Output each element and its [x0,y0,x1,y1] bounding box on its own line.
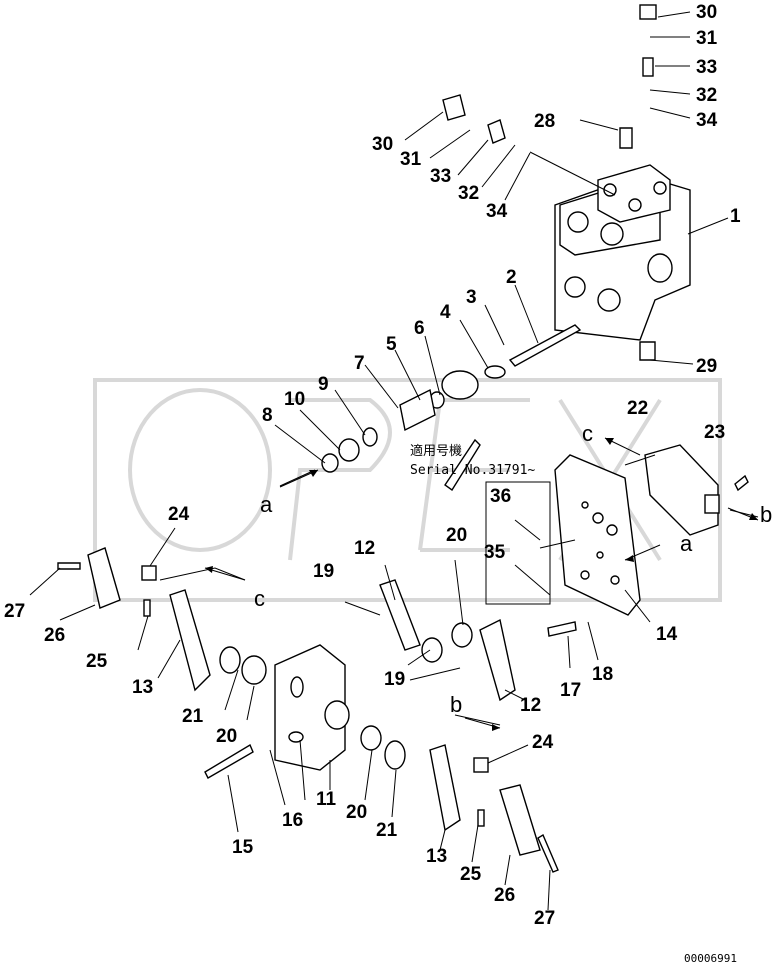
solenoid-block [644,444,720,536]
callout-18: 18 [592,664,613,685]
callout-12-lower: 12 [520,695,541,716]
callout-6: 6 [414,318,425,339]
callout-10: 10 [284,389,305,410]
lever-housing [274,644,350,771]
callout-4: 4 [440,302,451,323]
callout-14: 14 [656,624,678,645]
callout-8: 8 [262,405,273,426]
callout-2: 2 [506,267,517,288]
callout-3: 3 [466,287,477,308]
document-number: 00006991 [684,952,737,965]
callout-1: 1 [730,206,741,227]
callout-34-top: 34 [696,110,718,131]
levers [87,547,541,856]
callout-32-top: 32 [696,85,717,106]
callout-5: 5 [386,334,397,355]
arrow-label-a-left: a [260,492,273,517]
callout-9: 9 [318,374,329,395]
valve-body [554,164,691,341]
serial-note-line2: Serial No.31791~ [410,463,535,478]
callout-13-left: 13 [132,677,153,698]
direction-arrows [204,437,759,731]
callout-31-top: 31 [696,28,718,49]
callout-numbers: 1 2 3 4 5 6 7 8 9 10 11 12 12 13 13 14 1… [4,2,741,929]
serial-note-line1: 適用号機 [410,443,462,459]
callout-26-right: 26 [494,885,515,906]
callout-19-upper: 19 [313,561,334,582]
callout-12-upper: 12 [354,538,375,559]
callout-23: 23 [704,422,725,443]
callout-24-upper: 24 [168,504,190,525]
bolts [57,4,749,873]
callout-35: 35 [484,542,506,563]
callout-27-right: 27 [534,908,555,929]
callout-15: 15 [232,837,254,858]
cover-plate [554,454,641,616]
arrow-label-c-right: c [582,421,593,446]
callout-21-left: 21 [182,706,204,727]
callout-28: 28 [534,111,555,132]
callout-25-right: 25 [460,864,482,885]
callout-20-lower: 20 [346,802,367,823]
spool-parts [219,324,582,770]
callout-30-top: 30 [696,2,717,23]
arrow-label-b-right: b [760,502,772,527]
callout-30-left: 30 [372,134,393,155]
arrow-label-a-right: a [680,531,693,556]
callout-24-lower: 24 [532,732,554,753]
callout-21-right: 21 [376,820,398,841]
callout-19-lower: 19 [384,669,405,690]
callout-31-left: 31 [400,149,422,170]
callout-36: 36 [490,486,511,507]
callout-13-right: 13 [426,846,447,867]
callout-33-top: 33 [696,57,717,78]
callout-26-left: 26 [44,625,65,646]
callout-22: 22 [627,398,648,419]
callout-32-left: 32 [458,183,479,204]
callout-17: 17 [560,680,581,701]
callout-29: 29 [696,356,717,377]
callout-33-left: 33 [430,166,451,187]
callout-25-left: 25 [86,651,108,672]
leader-lines [29,11,759,911]
callout-11: 11 [316,789,337,810]
callout-20-left: 20 [216,726,237,747]
callout-16: 16 [282,810,303,831]
callout-27-left: 27 [4,601,25,622]
callout-34-left: 34 [486,201,508,222]
arrow-label-c-left: c [254,586,265,611]
serial-note: 適用号機 Serial No.31791~ [410,443,535,478]
arrow-labels: a a b b c c [254,421,772,717]
callout-7: 7 [354,353,365,374]
arrow-label-b-lower: b [450,692,462,717]
callout-20-upper: 20 [446,525,467,546]
